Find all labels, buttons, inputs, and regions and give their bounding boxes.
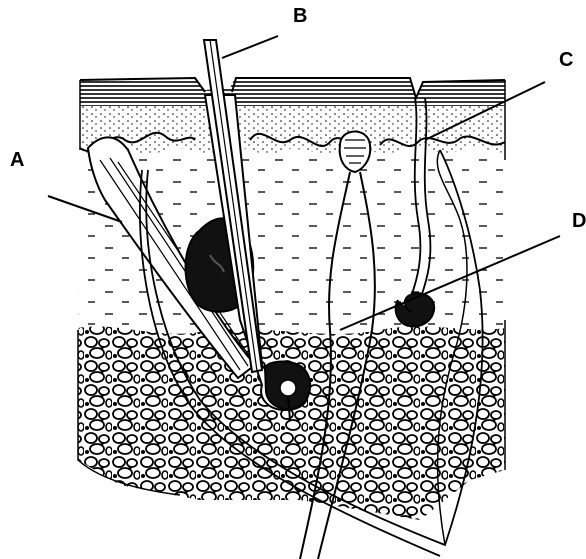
label-d: D — [572, 211, 586, 231]
label-b: B — [293, 6, 307, 26]
epidermis-layer — [70, 104, 520, 154]
dermal-papilla — [280, 380, 296, 396]
leader-line-b — [222, 36, 278, 58]
label-a: A — [10, 150, 24, 170]
label-c: C — [559, 50, 573, 70]
